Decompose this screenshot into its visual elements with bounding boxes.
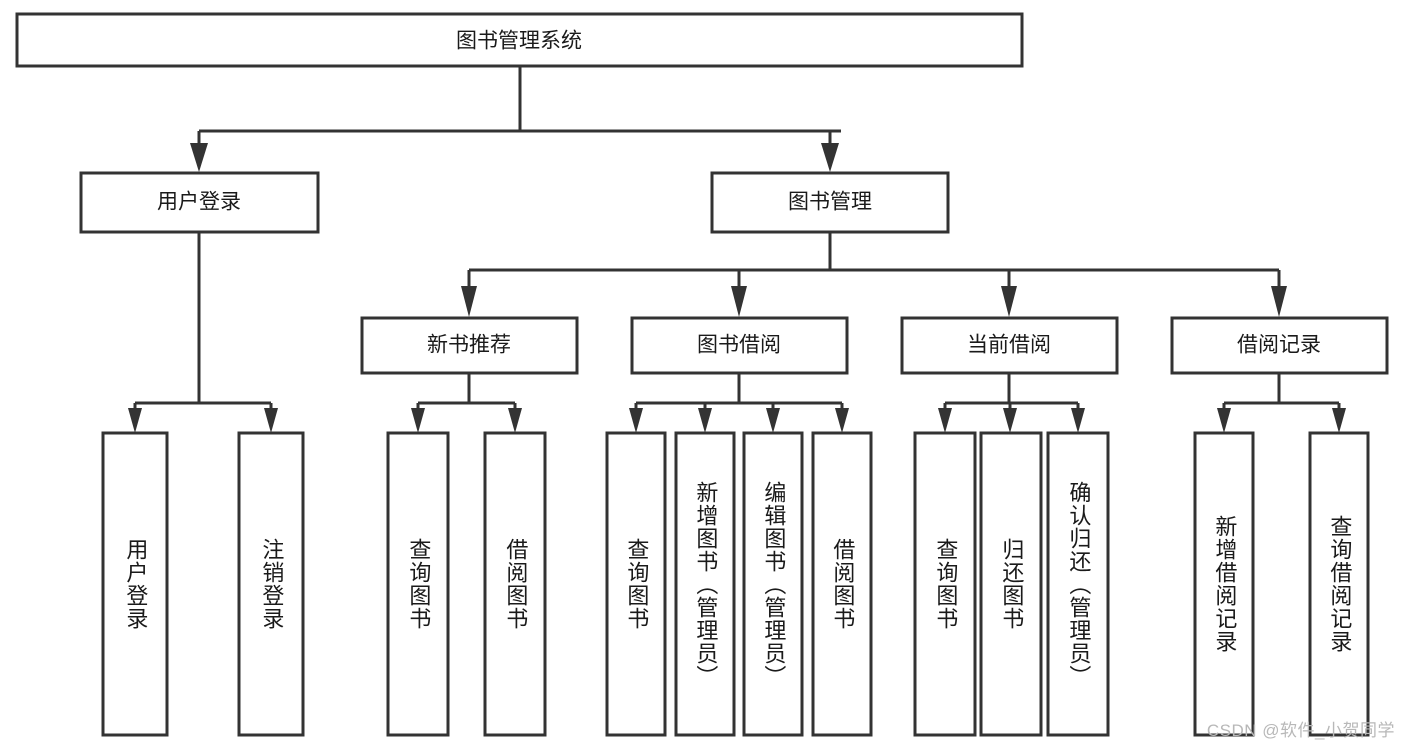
node-book-borrow[interactable]: 图书借阅 (630, 316, 849, 375)
connector-group-user-login (128, 232, 278, 433)
arrow-head-leaf-edit-book (766, 408, 780, 433)
leaf-query-book-1-box[interactable] (386, 431, 450, 737)
leaf-user-logout-box[interactable] (237, 431, 305, 737)
node-user-login-box[interactable] (79, 171, 320, 234)
node-new-book-recommend-box[interactable] (360, 316, 579, 375)
arrow-head-borrow-record (1271, 286, 1287, 317)
leaf-add-book-box[interactable] (674, 431, 736, 737)
arrow-head-leaf-borrow-book-1 (508, 408, 522, 433)
node-borrow-record[interactable]: 借阅记录 (1170, 316, 1389, 375)
leaf-confirm-return-box[interactable] (1046, 431, 1110, 737)
arrow-head-user-login (190, 143, 208, 172)
arrow-head-leaf-add-record (1217, 408, 1231, 433)
arrow-head-leaf-add-book (698, 408, 712, 433)
leaf-user-login-box[interactable] (101, 431, 169, 737)
node-user-login[interactable]: 用户登录 (79, 171, 320, 234)
node-user-login-label: 用户登录 (157, 191, 241, 214)
leaf-add-record-box[interactable] (1193, 431, 1255, 737)
leaf-box-group (101, 431, 1370, 737)
connector-group-borrow-record (1217, 373, 1346, 433)
node-current-borrow-box[interactable] (900, 316, 1119, 375)
leaf-query-record-box[interactable] (1308, 431, 1370, 737)
node-current-borrow[interactable]: 当前借阅 (900, 316, 1119, 375)
node-root-label: 图书管理系统 (456, 30, 582, 53)
leaf-edit-book-box[interactable] (742, 431, 804, 737)
node-borrow-record-box[interactable] (1170, 316, 1389, 375)
leaf-query-book-3-box[interactable] (913, 431, 977, 737)
connector-group-book-manage (461, 232, 1287, 317)
node-book-borrow-label: 图书借阅 (697, 334, 781, 357)
arrow-head-leaf-query-book-1 (411, 408, 425, 433)
node-book-borrow-box[interactable] (630, 316, 849, 375)
leaf-borrow-book-2-box[interactable] (811, 431, 873, 737)
arrow-head-current-borrow (1001, 286, 1017, 317)
node-borrow-record-label: 借阅记录 (1237, 334, 1321, 357)
node-new-book-recommend-label: 新书推荐 (427, 334, 511, 357)
leaf-return-book-box[interactable] (979, 431, 1043, 737)
node-book-manage-label: 图书管理 (788, 191, 872, 214)
leaf-query-book-2-box[interactable] (605, 431, 667, 737)
arrow-head-leaf-query-record (1332, 408, 1346, 433)
node-book-manage[interactable]: 图书管理 (710, 171, 950, 234)
watermark-text: CSDN @软件_小贺同学 (1206, 721, 1395, 740)
connector-group-root (190, 66, 841, 172)
arrow-head-leaf-query-book-2 (629, 408, 643, 433)
arrow-head-new-book-recommend (461, 286, 477, 317)
node-book-manage-box[interactable] (710, 171, 950, 234)
arrow-head-book-manage (821, 143, 839, 172)
connector-group-new-book-recommend (411, 373, 522, 433)
arrow-head-leaf-return-book (1003, 408, 1017, 433)
leaf-borrow-book-1-box[interactable] (483, 431, 547, 737)
connector-group-book-borrow (629, 373, 849, 433)
node-root[interactable]: 图书管理系统 (15, 12, 1024, 68)
arrow-head-leaf-query-book-3 (938, 408, 952, 433)
arrow-head-leaf-user-logout (264, 408, 278, 433)
node-root-box[interactable] (15, 12, 1024, 68)
arrow-head-leaf-confirm-return (1071, 408, 1085, 433)
arrow-head-book-borrow (731, 286, 747, 317)
connector-group-current-borrow (938, 373, 1085, 433)
arrow-head-leaf-borrow-book-2 (835, 408, 849, 433)
node-current-borrow-label: 当前借阅 (967, 334, 1051, 357)
arrow-head-leaf-user-login (128, 408, 142, 433)
node-new-book-recommend[interactable]: 新书推荐 (360, 316, 579, 375)
